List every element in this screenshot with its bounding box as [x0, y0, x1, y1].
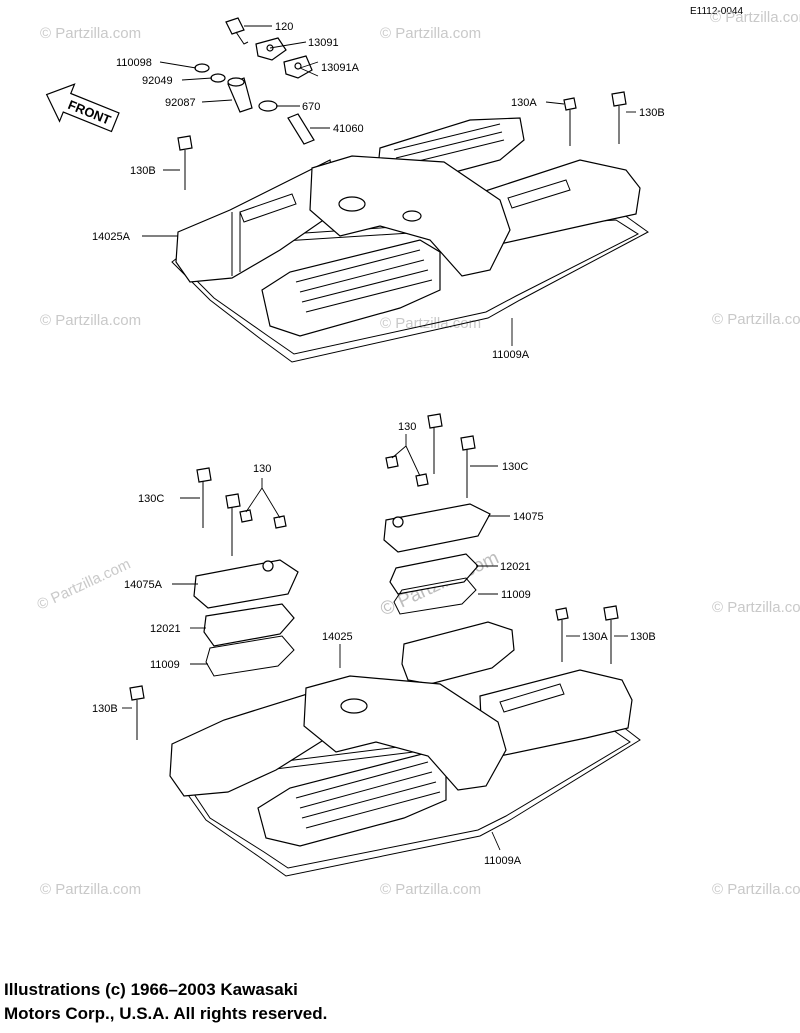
label-14075a: 14075A — [124, 579, 163, 591]
copyright-notice: Illustrations (c) 1966–2003 Kawasaki Mot… — [4, 978, 424, 1026]
watermark: © Partzilla.com — [712, 881, 800, 898]
leader-lines — [122, 25, 636, 851]
watermark: © Partzilla.com — [40, 881, 141, 898]
copyright-line-2: Motors Corp., U.S.A. All rights reserved… — [4, 1004, 328, 1023]
front-arrow: FRONT — [45, 83, 120, 133]
label-130b-top-left: 130B — [130, 165, 156, 177]
upper-cover-assembly — [171, 117, 649, 363]
watermark: © Partzilla.com — [35, 556, 134, 614]
part-labels: 120 13091 13091A 110098 92049 92087 670 … — [92, 21, 665, 867]
label-110098: 110098 — [116, 57, 152, 69]
watermark: © Partzilla.com — [380, 881, 481, 898]
watermark: © Partzilla.com — [380, 25, 481, 42]
label-130b-bottom-right: 130B — [630, 631, 656, 643]
copyright-line-1: Illustrations (c) 1966–2003 Kawasaki — [4, 980, 298, 999]
label-12021-right: 12021 — [500, 561, 531, 573]
watermark: © Partzilla.com — [710, 9, 800, 26]
watermark: © Partzilla.com — [712, 599, 800, 616]
watermark: © Partzilla.com — [380, 315, 481, 332]
label-11009a-top: 11009A — [492, 349, 530, 361]
label-130a-top: 130A — [511, 97, 537, 109]
lower-cover-assembly — [169, 621, 641, 877]
label-92087: 92087 — [165, 97, 196, 109]
label-11009-right: 11009 — [501, 589, 531, 601]
lower-small-parts — [129, 413, 619, 740]
diagram-id: E1112-0044 — [690, 6, 744, 17]
label-14025a: 14025A — [92, 231, 131, 243]
label-92049: 92049 — [142, 75, 173, 87]
label-11009a-bottom: 11009A — [484, 855, 522, 867]
watermark: © Partzilla.com — [712, 311, 800, 328]
label-670: 670 — [302, 101, 320, 113]
label-130a-bottom: 130A — [582, 631, 608, 643]
label-130c-right: 130C — [502, 461, 528, 473]
label-13091: 13091 — [308, 37, 339, 49]
label-12021-left: 12021 — [150, 623, 181, 635]
label-14025: 14025 — [322, 631, 353, 643]
label-130-upper-right: 130 — [398, 421, 416, 433]
label-130b-bottom-left: 130B — [92, 703, 118, 715]
label-120: 120 — [275, 21, 293, 33]
watermark: © Partzilla.com — [40, 25, 141, 42]
watermark: © Partzilla.com — [40, 312, 141, 329]
label-14075: 14075 — [513, 511, 544, 523]
label-130-left: 130 — [253, 463, 271, 475]
label-11009-left: 11009 — [150, 659, 180, 671]
label-130c-left: 130C — [138, 493, 164, 505]
label-41060: 41060 — [333, 123, 364, 135]
label-130b-top-right: 130B — [639, 107, 665, 119]
label-13091a: 13091A — [321, 62, 360, 74]
